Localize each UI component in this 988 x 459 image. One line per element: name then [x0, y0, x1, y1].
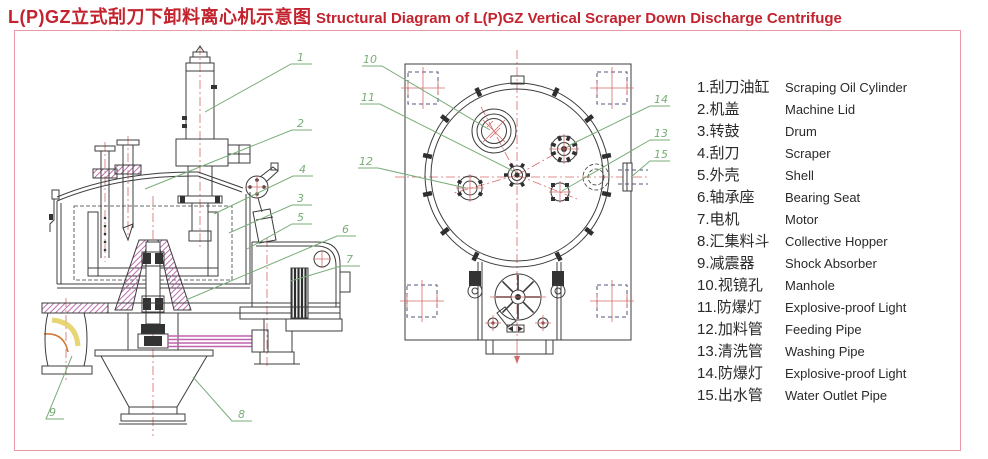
shock-absorber-part: [41, 312, 93, 375]
bearing-seat-part: [41, 239, 340, 350]
callout-number-2: 2: [297, 117, 304, 130]
legend-row: 6.轴承座 Bearing Seat: [697, 187, 860, 209]
legend-english: Motor: [785, 212, 819, 227]
legend-row: 14.防爆灯 Explosive-proof Light: [697, 363, 906, 385]
manhole-part: [471, 108, 517, 154]
legend-number-zh: 6.轴承座: [697, 189, 755, 206]
callout-numbers: 1 2 4 3 5 6 7 8 9 10 11 12 13 14 15: [49, 51, 668, 421]
corner-bracket-bottom-left: [400, 280, 444, 322]
drive-belt-part: [168, 335, 252, 348]
legend-number-zh: 2.机盖: [697, 101, 740, 118]
oil-cylinder-part: [175, 45, 251, 204]
callout-number-3: 3: [297, 192, 304, 205]
legend-row: 15.出水管 Water Outlet Pipe: [697, 385, 887, 407]
legend-english: Machine Lid: [785, 102, 856, 117]
washing-pipe-part: [549, 181, 571, 203]
legend-number-zh: 4.刮刀: [697, 145, 740, 162]
collective-hopper-part: [94, 349, 214, 425]
legend-english: Shell: [785, 168, 814, 183]
legend-row: 11.防爆灯 Explosive-proof Light: [697, 297, 906, 319]
legend-row: 2.机盖 Machine Lid: [697, 99, 855, 121]
legend-english: Explosive-proof Light: [785, 300, 907, 315]
callout-number-7: 7: [346, 253, 353, 266]
machine-lid-part: [49, 162, 279, 244]
legend-row: 1.刮刀油缸 Scraping Oil Cylinder: [697, 77, 907, 99]
top-view-drawing: [395, 50, 650, 364]
callout-number-11: 11: [361, 91, 375, 104]
legend-number-zh: 10.视镜孔: [697, 277, 763, 294]
callout-number-9: 9: [49, 406, 56, 419]
legend-number-zh: 14.防爆灯: [697, 365, 763, 382]
callout-number-10: 10: [363, 53, 377, 66]
legend-english: Scraper: [785, 146, 831, 161]
legend-row: 13.清洗管 Washing Pipe: [697, 341, 865, 363]
legend-number-zh: 3.转鼓: [697, 123, 740, 140]
legend-english: Water Outlet Pipe: [785, 388, 888, 403]
legend-row: 4.刮刀 Scraper: [697, 143, 831, 165]
explosive-proof-light-11-part: [504, 162, 530, 188]
parts-legend: 1.刮刀油缸 Scraping Oil Cylinder 2.机盖 Machine …: [697, 77, 907, 407]
legend-row: 12.加料管 Feeding Pipe: [697, 319, 862, 341]
legend-row: 8.汇集料斗 Collective Hopper: [697, 231, 888, 253]
legend-english: Collective Hopper: [785, 234, 888, 249]
callout-number-12: 12: [359, 155, 373, 168]
shell-part: [56, 192, 251, 289]
corner-bracket-top-right: [590, 67, 634, 109]
legend-row: 5.外壳 Shell: [697, 165, 814, 187]
legend-english: Shock Absorber: [785, 256, 877, 271]
callout-number-5: 5: [297, 211, 304, 224]
legend-number-zh: 12.加料管: [697, 321, 763, 338]
legend-english: Drum: [785, 124, 817, 139]
legend-row: 7.电机 Motor: [697, 209, 818, 231]
motor-part: [239, 241, 351, 365]
legend-number-zh: 8.汇集料斗: [697, 233, 770, 250]
callout-leader-lines: [45, 63, 670, 422]
legend-number-zh: 15.出水管: [697, 387, 763, 404]
corner-bracket-top-left: [401, 67, 445, 109]
callout-number-14: 14: [654, 93, 668, 106]
page-title: L(P)GZ立式刮刀下卸料离心机示意图 Structural Diagram o…: [8, 3, 842, 29]
legend-number-zh: 7.电机: [697, 211, 740, 228]
callout-number-8: 8: [238, 408, 245, 421]
page-title-english: Structural Diagram of L(P)GZ Vertical Sc…: [315, 10, 842, 27]
page-title-chinese: L(P)GZ立式刮刀下卸料离心机示意图: [8, 7, 312, 27]
side-view-drawing: [41, 45, 351, 436]
legend-english: Manhole: [785, 278, 835, 293]
legend-english: Bearing Seat: [785, 190, 861, 205]
legend-english: Washing Pipe: [785, 344, 865, 359]
callout-number-6: 6: [342, 223, 349, 236]
legend-number-zh: 9.减震器: [697, 255, 755, 272]
legend-row: 9.减震器 Shock Absorber: [697, 253, 877, 275]
legend-row: 3.转鼓 Drum: [697, 121, 817, 143]
explosive-proof-light-14-part: [549, 134, 579, 164]
inlet-pipes-part: [94, 139, 140, 258]
lid-plate-part: [404, 63, 632, 341]
corner-bracket-bottom-right: [590, 280, 634, 322]
callout-number-13: 13: [654, 127, 668, 140]
callout-number-15: 15: [654, 148, 668, 161]
legend-number-zh: 13.清洗管: [697, 343, 763, 360]
legend-row: 10.视镜孔 Manhole: [697, 275, 835, 297]
diagram-border-frame: [14, 30, 961, 451]
callout-number-1: 1: [297, 51, 304, 64]
legend-english: Feeding Pipe: [785, 322, 862, 337]
fan-housing-part: [467, 262, 566, 364]
feeding-pipe-part: [456, 174, 484, 202]
legend-number-zh: 11.防爆灯: [697, 299, 762, 316]
legend-english: Scraping Oil Cylinder: [785, 80, 908, 95]
water-outlet-part: [582, 162, 648, 192]
legend-english: Explosive-proof Light: [785, 366, 907, 381]
legend-number-zh: 5.外壳: [697, 167, 740, 184]
callout-number-4: 4: [299, 163, 306, 176]
legend-number-zh: 1.刮刀油缸: [697, 79, 770, 96]
